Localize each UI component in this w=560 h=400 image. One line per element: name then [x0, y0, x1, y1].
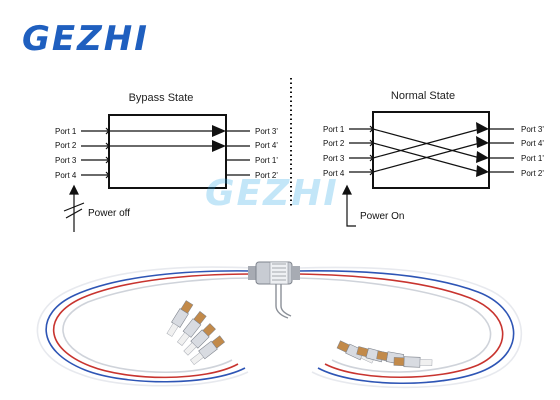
- normal-output-port-2p: Port 2': [521, 169, 544, 178]
- right-fiber-blue: [297, 270, 515, 385]
- power-off-switch-bar-2: [65, 208, 83, 219]
- left-connector-2: [176, 311, 207, 346]
- normal-arrowhead-3: [476, 151, 489, 163]
- bypass-tick-1: [105, 127, 110, 135]
- normal-output-labels: Port 3' Port 4' Port 1' Port 2': [521, 125, 544, 178]
- right-fiber-red: [297, 273, 504, 378]
- left-connector-4: [190, 335, 225, 366]
- connector-group-left: [166, 300, 225, 366]
- optical-switch-body: [248, 261, 300, 319]
- watermark-text: GEZHI: [205, 173, 339, 214]
- left-fiber-red: [52, 273, 253, 379]
- bypass-output-port-3p: Port 3': [255, 127, 278, 136]
- normal-tick-2: [369, 139, 374, 147]
- normal-arrowheads: [476, 122, 489, 177]
- normal-arrowhead-4: [476, 165, 489, 177]
- left-fiber-blue: [45, 270, 253, 383]
- normal-arrowhead-1: [476, 122, 489, 134]
- normal-state-title: Normal State: [391, 90, 455, 102]
- switch-right-boot: [292, 266, 300, 280]
- power-on-indicator: [342, 184, 356, 227]
- normal-output-port-4p: Port 4': [521, 139, 544, 148]
- logo-text: GEZHI: [22, 19, 149, 59]
- normal-cross-4: [372, 142, 481, 173]
- bypass-arrowheads: [212, 125, 226, 152]
- normal-cross-3: [372, 128, 481, 159]
- bypass-arrowhead-1: [212, 125, 226, 137]
- switch-label-print: [272, 263, 286, 281]
- normal-tick-3: [369, 154, 374, 162]
- left-fiber-clear: [36, 266, 253, 387]
- normal-state-diagram: Normal State Port 1 Port 2 Port 3 Port 4…: [323, 90, 544, 227]
- normal-input-port-1: Port 1: [323, 125, 345, 134]
- normal-arrowhead-2: [476, 136, 489, 148]
- bypass-output-port-2p: Port 2': [255, 171, 278, 180]
- brand-watermark: GEZHI: [205, 173, 339, 214]
- power-on-label: Power On: [360, 211, 404, 222]
- bypass-input-port-1: Port 1: [55, 127, 77, 136]
- normal-tick-1: [369, 125, 374, 133]
- bypass-tick-2: [105, 142, 110, 150]
- normal-output-port-1p: Port 1': [521, 154, 544, 163]
- left-connector-3: [183, 323, 216, 356]
- power-on-arrowhead: [342, 184, 352, 195]
- bypass-input-labels: Port 1 Port 2 Port 3 Port 4: [55, 127, 77, 180]
- bypass-input-port-3: Port 3: [55, 156, 77, 165]
- left-fiber-white: [62, 277, 253, 374]
- right-fiber-clear: [297, 266, 523, 389]
- fiber-bundle-right: [297, 266, 523, 389]
- switch-left-boot: [248, 266, 256, 280]
- switch-control-leads: [275, 284, 292, 319]
- bypass-arrowhead-2: [212, 140, 226, 152]
- normal-input-port-3: Port 3: [323, 154, 345, 163]
- normal-signal-lines: [349, 125, 514, 176]
- bypass-output-port-4p: Port 4': [255, 141, 278, 150]
- left-connector-1: [166, 300, 194, 337]
- fiber-bundle-left: [36, 266, 253, 387]
- normal-tick-4: [369, 168, 374, 176]
- normal-input-port-2: Port 2: [323, 139, 345, 148]
- bypass-tick-4: [105, 171, 110, 179]
- bypass-input-port-2: Port 2: [55, 141, 77, 150]
- brand-logo: GEZHI: [22, 19, 149, 59]
- bypass-output-labels: Port 3' Port 4' Port 1' Port 2': [255, 127, 278, 180]
- normal-switch-box: [372, 111, 490, 189]
- normal-input-port-4: Port 4: [323, 169, 345, 178]
- bypass-state-diagram: Bypass State Port 1 Port 2 Port 3 Port 4…: [55, 92, 278, 232]
- bypass-output-port-1p: Port 1': [255, 156, 278, 165]
- bypass-tick-3: [105, 156, 110, 164]
- power-on-stem: [346, 188, 356, 227]
- connector-group-right: [336, 340, 433, 368]
- normal-output-port-3p: Port 3': [521, 125, 544, 134]
- bypass-switch-box: [108, 114, 227, 189]
- right-connector-4: [393, 356, 433, 368]
- normal-input-labels: Port 1 Port 2 Port 3 Port 4: [323, 125, 345, 178]
- bypass-state-title: Bypass State: [129, 92, 194, 104]
- bypass-signal-lines: [81, 127, 250, 179]
- device-photo: [36, 261, 523, 389]
- power-off-arrowhead: [69, 184, 79, 195]
- switch-label-plate: [269, 261, 289, 285]
- right-fiber-white: [297, 277, 492, 373]
- power-off-switch-bar: [63, 202, 85, 212]
- power-off-label: Power off: [88, 208, 130, 219]
- bypass-input-port-4: Port 4: [55, 171, 77, 180]
- power-off-indicator: [63, 184, 85, 232]
